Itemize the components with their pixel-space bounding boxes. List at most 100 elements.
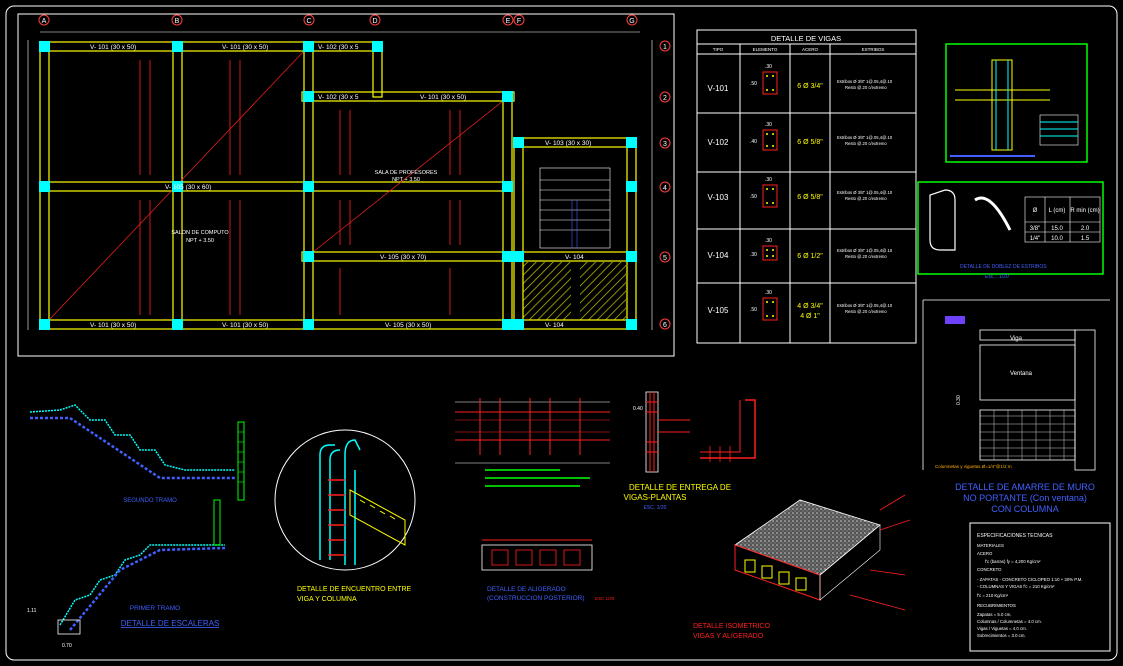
row-tipo: V-105 [708,306,729,315]
header-estribos: ESTRIBOS [862,47,885,52]
specs-line: Vigas / Viguetas = 4.0 cm. [977,626,1027,631]
stairs-primer-tramo: PRIMER TRAMO [130,605,180,612]
hook-cell: 3/8" [1030,226,1040,232]
beam-label: V- 101 (30 x 50) [90,44,136,51]
row-width: .30 [765,122,772,128]
hook-cell: 1.5 [1081,236,1090,242]
beam-anchorage-detail: 0.40 DETALLE DE ENTREGA DE VIGAS-PLANTAS… [624,391,756,511]
row-width: .30 [765,177,772,183]
beams-table-title: DETALLE DE VIGAS [771,34,841,43]
hook-scale: Esc. : 1/20 [985,274,1009,280]
columns [39,41,637,330]
specs-line: - COLUMNAS Y VIGAS f'c = 210 Kg/cm² [977,584,1055,589]
structural-plan: A B C D E F G 1 2 3 4 5 6 [17,13,675,357]
header-elemento: ELEMENTO [753,47,778,52]
joint-title-line2: VIGA Y COLUMNA [297,596,357,603]
axis-g-label: G [629,18,634,25]
hook-cell: 15.0 [1051,226,1063,232]
hatch-slab-1 [523,262,571,320]
header-tipo: TIPO [713,47,724,52]
row-acero: 6 Ø 5/8" [797,194,823,201]
anchorage-scale: ESC. 1/20 [644,505,667,511]
row-estribo: Estribos Ø 3/8" 1@.05,4@.10 [837,190,893,195]
row-acero-2: 4 Ø 1" [800,313,820,320]
row-estribo-resto: Resto @.20 c/extremo [845,254,887,259]
axis-e-label: E [506,18,511,25]
wall-grapas-note: Columnetas y viguetas Ø=1/4"@1/2 m [935,464,1012,469]
row-estribo-resto: Resto @.20 c/extremo [845,309,887,314]
hook-header-l: L (cm) [1049,208,1066,214]
beam-label: V- 101 (30 x 50) [222,322,268,329]
specs-line: MATERIALES [977,543,1004,548]
axis-c-label: C [306,18,311,25]
beam-label: V- 105 (30 x 50) [385,322,431,329]
axis-d-label: D [372,18,377,25]
axis-3-label: 3 [663,141,667,148]
specs-line: f'c (barras) fy = 4,200 Kg/cm² [985,559,1041,564]
slab-title-line1: DETALLE DE ALIGERADO [487,586,566,593]
slab-scale: ESC 1/20 [595,596,615,601]
stirrup-hook-detail: Ø L (cm) R min (cm) 3/8" 15.0 2.0 1/4" 1… [917,181,1104,280]
row-height: .50 [750,194,757,200]
specs-line: CONCRETO [977,567,1002,572]
axis-b-label: B [175,18,180,25]
axis-a-label: A [42,18,47,25]
row-acero: 6 Ø 1/2" [797,253,823,260]
row-height: .50 [750,81,757,87]
axis-4-label: 4 [663,185,667,192]
beams-detail-table: DETALLE DE VIGAS TIPO ELEMENTO ACERO EST… [696,29,917,344]
row-estribo: Estribos Ø 3/8" 1@.05,4@.10 [837,248,893,253]
specs-title: ESPECIFICACIONES TECNICAS [977,533,1053,539]
row-estribo: Estribos Ø 3/8" 1@.05,4@.10 [837,135,893,140]
wall-ventana-label: Ventana [1010,371,1033,377]
room-label-profesores: SALA DE PROFESORES [375,170,438,176]
beam-label: V- 103 (30 x 30) [545,140,591,147]
rebar-marks [139,60,461,315]
stairs-title: DETALLE DE ESCALERAS [121,619,220,628]
hook-cell: 1/4" [1030,236,1040,242]
beam-column-joint-detail: DETALLE DE ENCUENTRO ENTRE VIGA Y COLUMN… [274,429,416,603]
column-detail-box [945,43,1088,163]
stairs-dim-a: 1.11 [27,608,37,614]
row-height: .50 [750,307,757,313]
row-height: .30 [750,252,757,258]
row-estribo: Estribos Ø 3/8" 1@.05,4@.10 [837,79,893,84]
hatch-slab-2 [580,262,626,320]
anchorage-title-line1: DETALLE DE ENTREGA DE [629,483,731,492]
slab-plan-detail [455,398,610,487]
joint-title-line1: DETALLE DE ENCUENTRO ENTRE [297,586,412,593]
beam-label: V- 101 (30 x 50) [420,94,466,101]
sheet-frame [5,5,1118,661]
row-estribo-resto: Resto @.20 c/extremo [845,196,887,201]
row-tipo: V-101 [708,84,729,93]
beam-label: V- 104 [565,254,584,261]
hook-header-r: R min (cm) [1070,208,1099,214]
wall-dim: 0.30 [956,395,962,405]
wall-title-line1: DETALLE DE AMARRE DE MURO [955,482,1095,492]
row-tipo: V-103 [708,193,729,202]
plan-frame [17,13,675,357]
hook-caption: DETALLE DE DOBLEZ DE ESTRIBOS [960,264,1047,270]
iso-title-line2: VIGAS Y ALIGERADO [693,633,764,640]
isometric-detail: DETALLE ISOMETRICO VIGAS Y ALIGERADO [693,494,911,640]
iso-title-line1: DETALLE ISOMETRICO [693,623,770,630]
hook-header-diam: Ø [1033,208,1038,214]
row-estribo-resto: Resto @.20 c/extremo [845,85,887,90]
row-width: .30 [765,290,772,296]
hook-cell: 10.0 [1051,236,1063,242]
row-estribo-resto: Resto @.20 c/extremo [845,141,887,146]
row-acero: 4 Ø 3/4" [797,303,823,310]
table-row: V-104 .30 .30 6 Ø 1/2" Estribos Ø 3/8" 1… [708,238,893,261]
slab-section-detail: DETALLE DE ALIGERADO (CONSTRUCCION POSTE… [481,539,615,602]
specs-line: Zapatas = 5.0 cm. [977,612,1012,617]
wall-title-line2: NO PORTANTE (Con ventana) [963,493,1087,503]
row-tipo: V-104 [708,251,729,260]
beam-label: V- 104 [545,322,564,329]
axis-5-label: 5 [663,255,667,262]
anchorage-title-line2: VIGAS-PLANTAS [624,493,687,502]
specs-line: Columnas / Columnetas = 4.0 cm. [977,619,1042,624]
room-npt-profesores: NPT + 3.50 [392,177,420,183]
specs-line: Sobrecimientos = 3.0 cm. [977,633,1026,638]
row-acero: 6 Ø 5/8" [797,139,823,146]
